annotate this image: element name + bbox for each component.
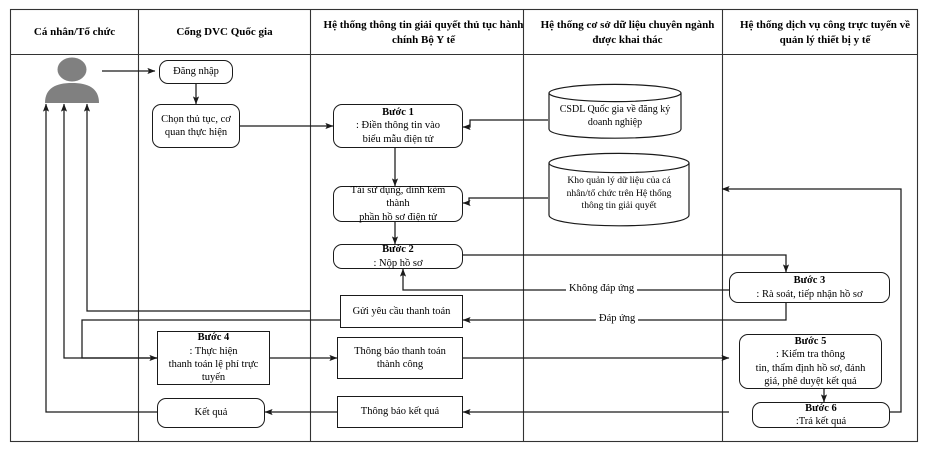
node-chon-thu-tuc-line2: quan thực hiện bbox=[164, 127, 228, 138]
node-chon-thu-tuc-line1: Chọn thủ tục, cơ bbox=[161, 113, 231, 125]
edge-label-khong-dap-ung: Không đáp ứng bbox=[566, 283, 638, 294]
node-buoc-4-line1: Bước 4: Thực hiện bbox=[189, 331, 237, 358]
node-buoc-3-bold: Bước 3 bbox=[793, 275, 826, 287]
node-thong-bao-thanh-toan[interactable]: Thông báo thanh toán thành công bbox=[337, 337, 463, 379]
column-header-moh: Hệ thống thông tin giải quyết thủ tục hà… bbox=[315, 11, 532, 54]
column-header-dvc: Cổng DVC Quốc gia bbox=[140, 11, 309, 54]
node-buoc-6-bold: Bước 6 bbox=[805, 402, 837, 414]
node-buoc-6[interactable]: Bước 6 :Trả kết quả bbox=[752, 402, 890, 428]
node-buoc-4-bold: Bước 4 bbox=[197, 332, 230, 344]
node-kho-quan-ly-line3: thông tin giải quyết bbox=[581, 200, 657, 212]
node-buoc-5-line1: Bước 5 : Kiểm tra thông bbox=[776, 335, 845, 362]
node-buoc-1-line2: biểu mẫu điện tử bbox=[362, 133, 434, 145]
node-buoc-5-bold: Bước 5 bbox=[794, 335, 827, 347]
node-buoc-4[interactable]: Bước 4: Thực hiện thanh toán lệ phí trực… bbox=[157, 331, 270, 385]
edge-label-dap-ung-text: Đáp ứng bbox=[599, 313, 636, 324]
node-buoc-6-label: Bước 6 :Trả kết quả bbox=[796, 402, 846, 429]
node-buoc-2-bold: Bước 2 bbox=[382, 244, 414, 256]
node-buoc-4-rest: : Thực hiện bbox=[189, 345, 238, 357]
node-csdl-quoc-gia-line2: doanh nghiệp bbox=[587, 117, 643, 128]
node-dang-nhap-label: Đăng nhập bbox=[173, 66, 219, 78]
column-header-citizen: Cá nhân/Tổ chức bbox=[12, 11, 137, 54]
node-kho-quan-ly-du-lieu[interactable]: Kho quản lý dữ liệu của cá nhân/tổ chức … bbox=[548, 152, 690, 227]
node-buoc-6-rest: :Trả kết quả bbox=[795, 416, 847, 427]
node-gui-yeu-cau-thanh-toan-label: Gửi yêu cầu thanh toán bbox=[352, 305, 451, 317]
node-buoc-1[interactable]: Bước 1 : Điền thông tin vào biểu mẫu điện… bbox=[333, 104, 463, 148]
node-buoc-1-bold: Bước 1 bbox=[382, 106, 414, 118]
node-buoc-5-rest: : Kiểm tra thông bbox=[775, 349, 846, 361]
column-header-db-label: Hệ thống cơ sở dữ liệu chuyên ngành được… bbox=[540, 19, 715, 46]
column-header-moh-label: Hệ thống thông tin giải quyết thủ tục hà… bbox=[323, 19, 524, 46]
node-chon-thu-tuc[interactable]: Chọn thủ tục, cơ quan thực hiện bbox=[152, 104, 240, 148]
node-buoc-4-line3: tuyến bbox=[201, 372, 226, 384]
node-thong-bao-ket-qua-label: Thông báo kết quả bbox=[360, 406, 440, 418]
node-ket-qua[interactable]: Kết quả bbox=[157, 398, 265, 428]
node-buoc-3[interactable]: Bước 3: Rà soát, tiếp nhận hồ sơ bbox=[729, 272, 890, 303]
node-tai-su-dung-line1: Tái sử dụng, đính kèm thành bbox=[350, 184, 446, 210]
node-buoc-4-line2: thanh toán lệ phí trực bbox=[168, 359, 259, 370]
node-buoc-2-label: Bước 2: Nộp hồ sơ bbox=[373, 243, 422, 270]
column-header-device-label: Hệ thống dịch vụ công trực tuyến về quản… bbox=[739, 19, 911, 46]
node-buoc-5-line3: giá, phê duyệt kết quả bbox=[764, 375, 857, 387]
node-tai-su-dung-line2: phần hồ sơ điện tử bbox=[359, 211, 437, 223]
node-dang-nhap[interactable]: Đăng nhập bbox=[159, 60, 233, 84]
node-buoc-3-rest: : Rà soát, tiếp nhận hồ sơ bbox=[756, 288, 863, 300]
node-thong-bao-thanh-toan-line1: Thông báo thanh toán bbox=[354, 345, 446, 357]
node-buoc-5[interactable]: Bước 5 : Kiểm tra thông tin, thẩm định hồ… bbox=[739, 334, 882, 389]
node-gui-yeu-cau-thanh-toan[interactable]: Gửi yêu cầu thanh toán bbox=[340, 295, 463, 328]
node-buoc-2-rest: : Nộp hồ sơ bbox=[373, 257, 423, 269]
citizen-avatar-icon bbox=[42, 57, 102, 103]
node-csdl-quoc-gia[interactable]: CSDL Quốc gia về đăng ký doanh nghiệp bbox=[548, 83, 682, 139]
node-kho-quan-ly-line2: nhân/tổ chức trên Hệ thống bbox=[566, 187, 672, 199]
column-header-db: Hệ thống cơ sở dữ liệu chuyên ngành được… bbox=[527, 11, 728, 54]
node-buoc-1-rest: : Điền thông tin vào bbox=[356, 120, 440, 132]
node-csdl-quoc-gia-line1: CSDL Quốc gia về đăng ký bbox=[559, 104, 671, 115]
edge-label-dap-ung: Đáp ứng bbox=[596, 313, 639, 324]
node-thong-bao-ket-qua[interactable]: Thông báo kết quả bbox=[337, 396, 463, 428]
node-buoc-1-line1: Bước 1 : Điền thông tin vào bbox=[356, 106, 440, 133]
node-kho-quan-ly-line1: Kho quản lý dữ liệu của cá bbox=[567, 174, 671, 186]
node-thong-bao-thanh-toan-line2: thành công bbox=[376, 359, 424, 370]
node-buoc-2[interactable]: Bước 2: Nộp hồ sơ bbox=[333, 244, 463, 269]
column-header-citizen-label: Cá nhân/Tổ chức bbox=[33, 26, 116, 39]
node-buoc-3-label: Bước 3: Rà soát, tiếp nhận hồ sơ bbox=[756, 274, 862, 301]
node-ket-qua-label: Kết quả bbox=[194, 407, 228, 419]
node-buoc-5-line2: tin, thẩm định hồ sơ, đánh bbox=[755, 362, 866, 374]
column-header-device: Hệ thống dịch vụ công trực tuyến về quản… bbox=[726, 11, 924, 54]
column-header-dvc-label: Cổng DVC Quốc gia bbox=[176, 26, 273, 39]
edge-label-khong-dap-ung-text: Không đáp ứng bbox=[569, 283, 635, 294]
node-tai-su-dung[interactable]: Tái sử dụng, đính kèm thành phần hồ sơ đ… bbox=[333, 184, 463, 223]
